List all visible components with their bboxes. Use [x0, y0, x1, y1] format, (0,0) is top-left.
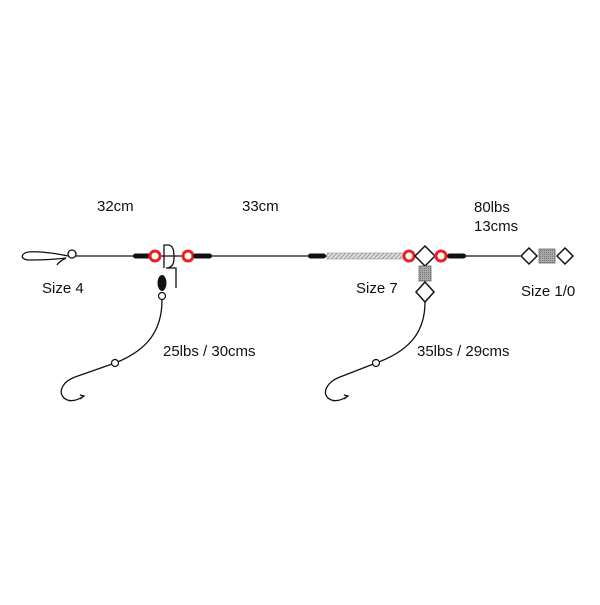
rolling-swivel-icon: [519, 246, 575, 266]
label-top-line-strength: 80lbs: [474, 199, 510, 216]
red-bead-icon: [148, 249, 162, 263]
label-snood-1: 25lbs / 30cms: [163, 343, 256, 360]
label-main-length-1: 32cm: [97, 198, 134, 215]
label-swivel-size-top: Size 1/0: [521, 283, 576, 300]
three-way-swivel-icon: [413, 244, 437, 304]
label-snood-2: 35lbs / 29cms: [417, 343, 510, 360]
crimp-sleeve-icon: [308, 253, 326, 259]
crimp-sleeve-icon: [133, 253, 151, 259]
crimp-sleeve-icon: [193, 253, 212, 259]
hook-1-icon: [60, 376, 86, 402]
label-top-line-length: 13cms: [474, 218, 519, 235]
hook-2-icon: [324, 376, 350, 402]
red-bead-icon: [181, 249, 195, 263]
sliding-tube-icon: [326, 252, 404, 260]
red-bead-icon: [402, 249, 416, 263]
crimp-sleeve-icon: [447, 253, 466, 259]
snood-2-line: [339, 301, 426, 378]
label-main-length-2: 33cm: [242, 198, 279, 215]
boom-swivel-icon: [157, 244, 177, 301]
label-swivel-size-middle: Size 7: [356, 280, 398, 297]
lead-clip-icon: [21, 249, 77, 266]
red-bead-icon: [434, 249, 448, 263]
snood-1-line: [74, 299, 163, 378]
label-snap-size: Size 4: [42, 280, 84, 297]
